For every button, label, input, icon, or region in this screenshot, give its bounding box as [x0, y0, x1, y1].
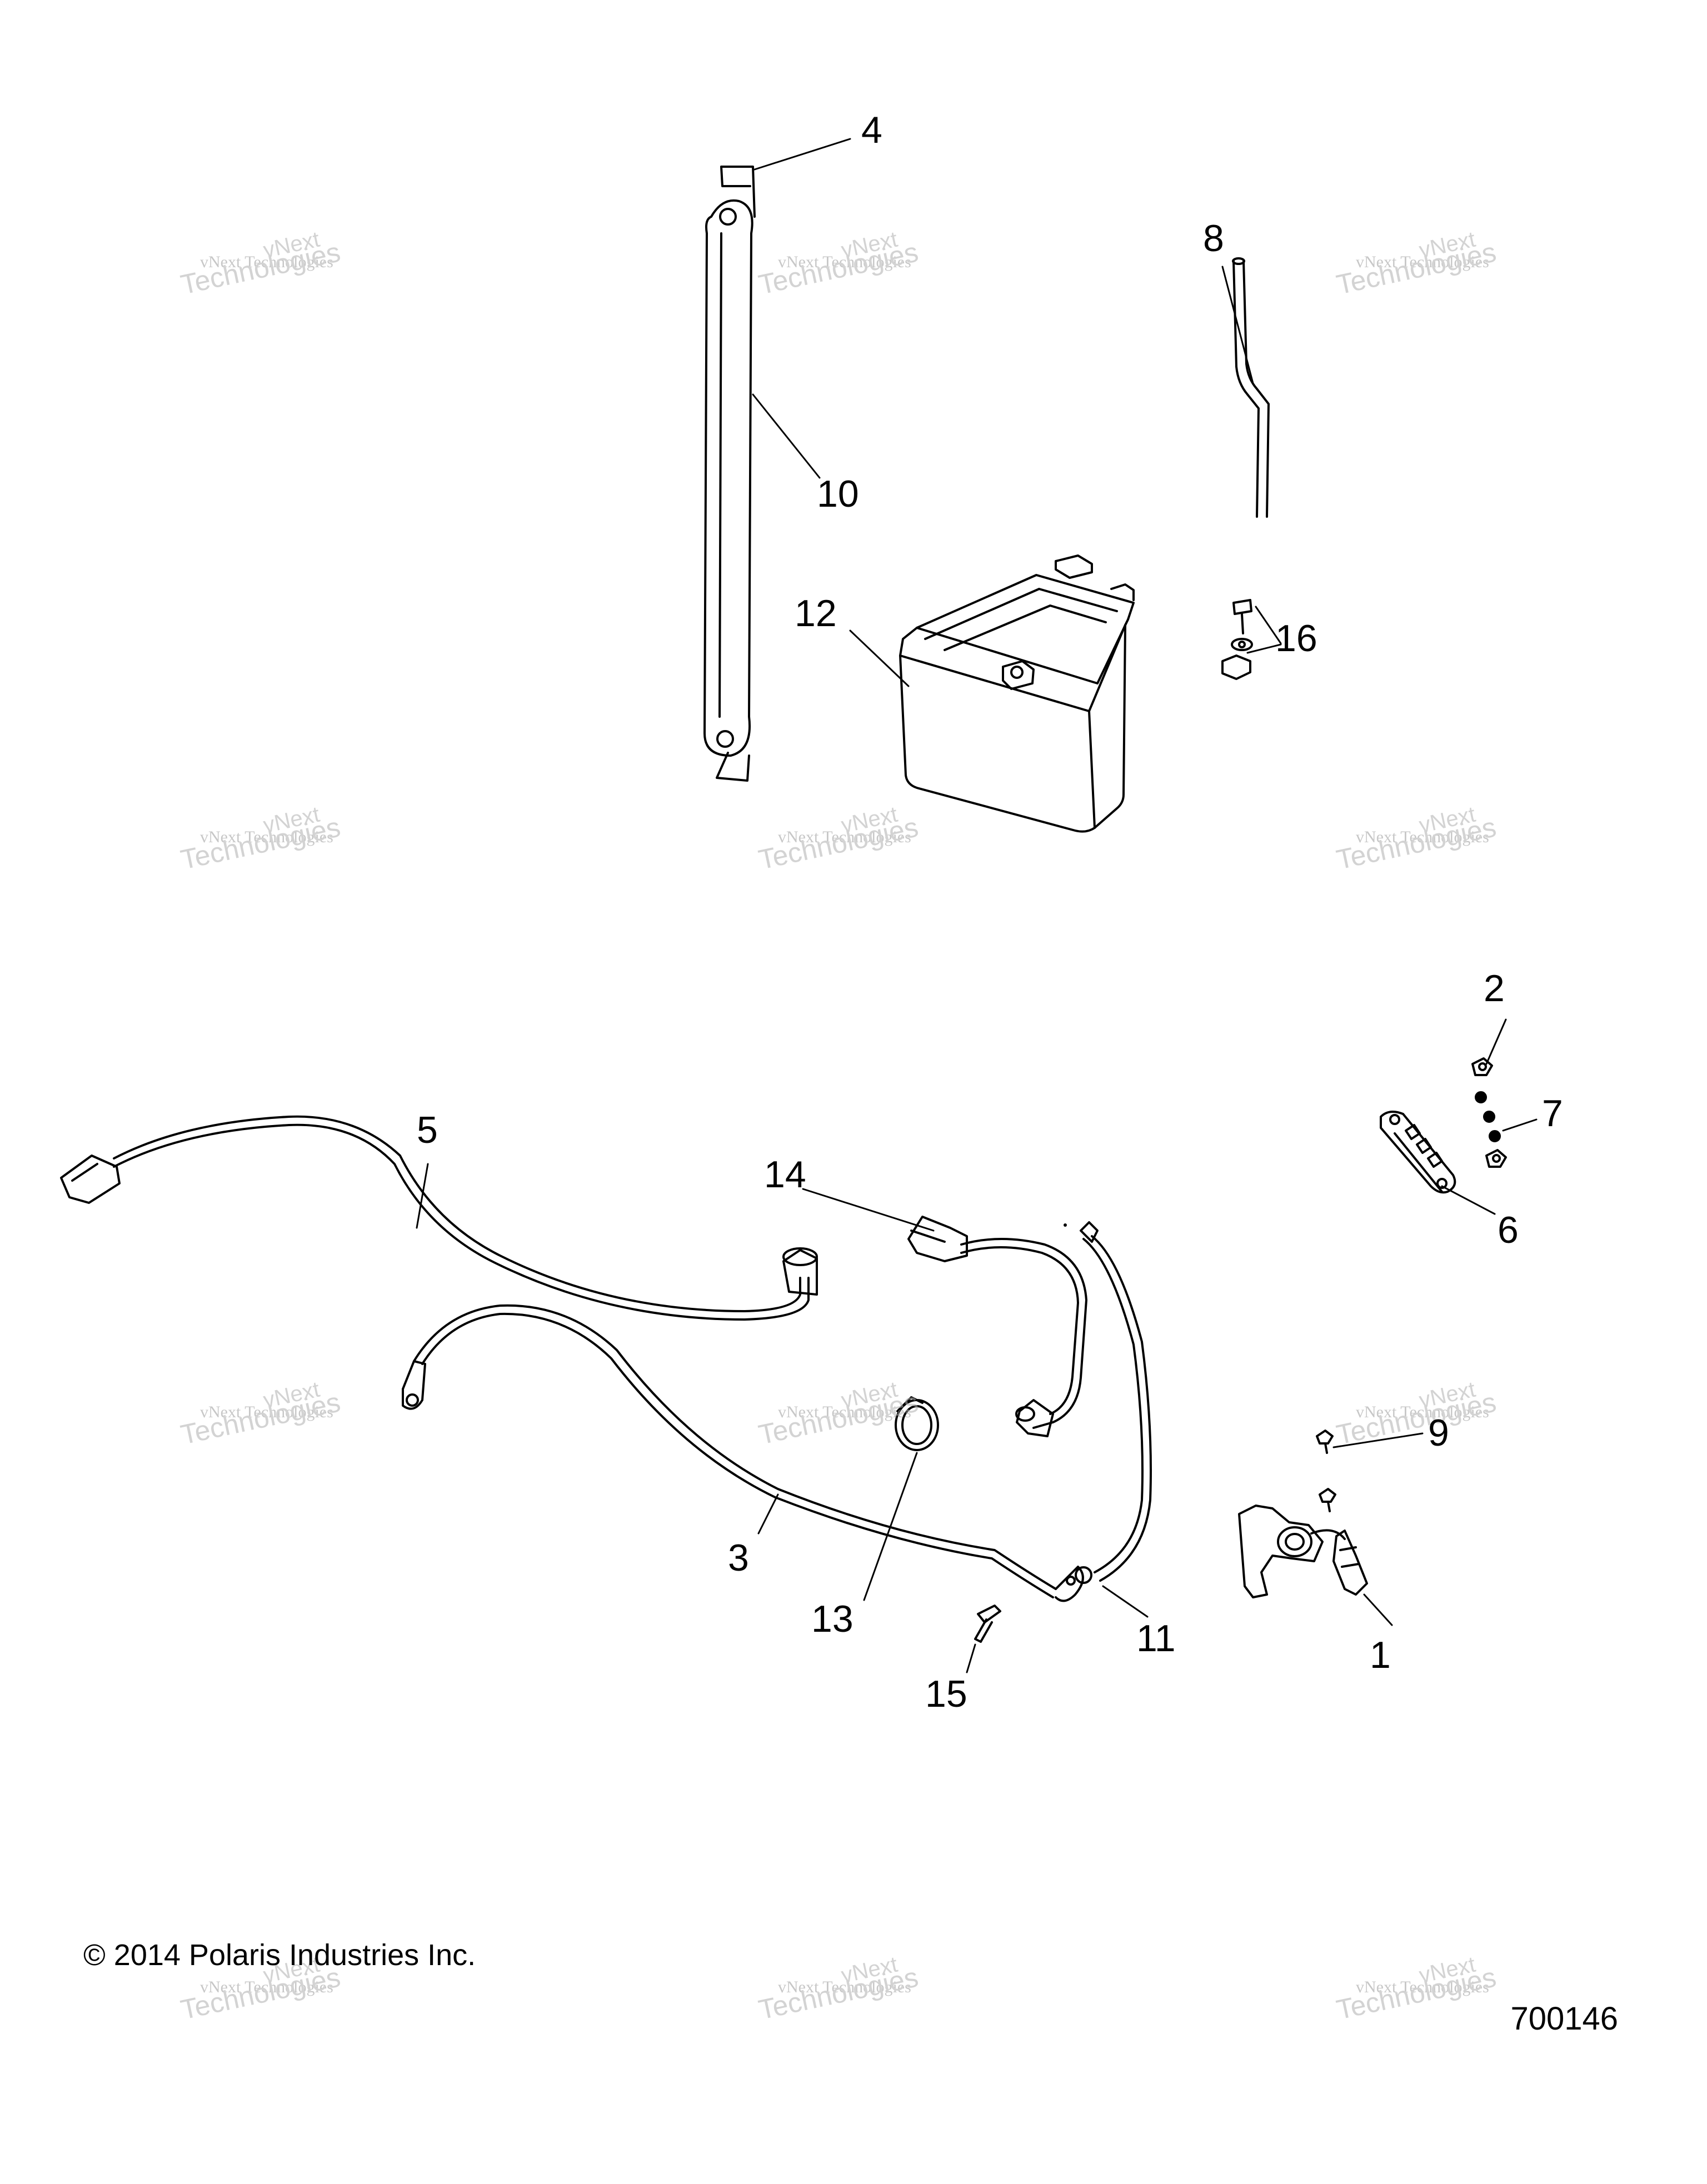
- callout-12: 12: [795, 592, 837, 634]
- terminal-block-6: [1380, 1111, 1456, 1194]
- callout-13: 13: [811, 1598, 854, 1640]
- connector-assembly-1: [1238, 1505, 1368, 1598]
- rivet-15: [974, 1605, 1001, 1643]
- battery-strap: [703, 199, 753, 757]
- clamp-13: [895, 1396, 939, 1451]
- copyright-notice: © 2014 Polaris Industries Inc.: [83, 1938, 476, 1972]
- bracket-rod: [1232, 257, 1270, 518]
- callout-6: 6: [1498, 1209, 1519, 1251]
- figure-number: 700146: [1510, 2001, 1618, 2037]
- callout-16: 16: [1275, 617, 1317, 659]
- cable-11: [1075, 1221, 1152, 1584]
- harness-3: [402, 1304, 1084, 1602]
- callout-11: 11: [1136, 1617, 1176, 1660]
- leader-lines: [416, 138, 1538, 1673]
- callout-7: 7: [1542, 1092, 1563, 1135]
- callout-4: 4: [861, 109, 882, 151]
- screws-9: [1316, 1430, 1336, 1512]
- strap-hooks: [716, 166, 756, 782]
- callout-9: 9: [1428, 1412, 1449, 1454]
- harness-5: [60, 1115, 818, 1321]
- callout-15: 15: [925, 1673, 967, 1715]
- callout-1: 1: [1370, 1634, 1391, 1676]
- hardware-2-7: [1471, 1057, 1507, 1168]
- battery: [899, 554, 1135, 833]
- callout-10: 10: [817, 473, 859, 515]
- cable-14: [907, 1216, 1087, 1437]
- callout-5: 5: [417, 1109, 438, 1151]
- callout-3: 3: [728, 1537, 749, 1579]
- hardware-16: [1221, 599, 1253, 680]
- callout-8: 8: [1203, 217, 1224, 259]
- callout-14: 14: [764, 1153, 806, 1196]
- callout-2: 2: [1484, 967, 1505, 1009]
